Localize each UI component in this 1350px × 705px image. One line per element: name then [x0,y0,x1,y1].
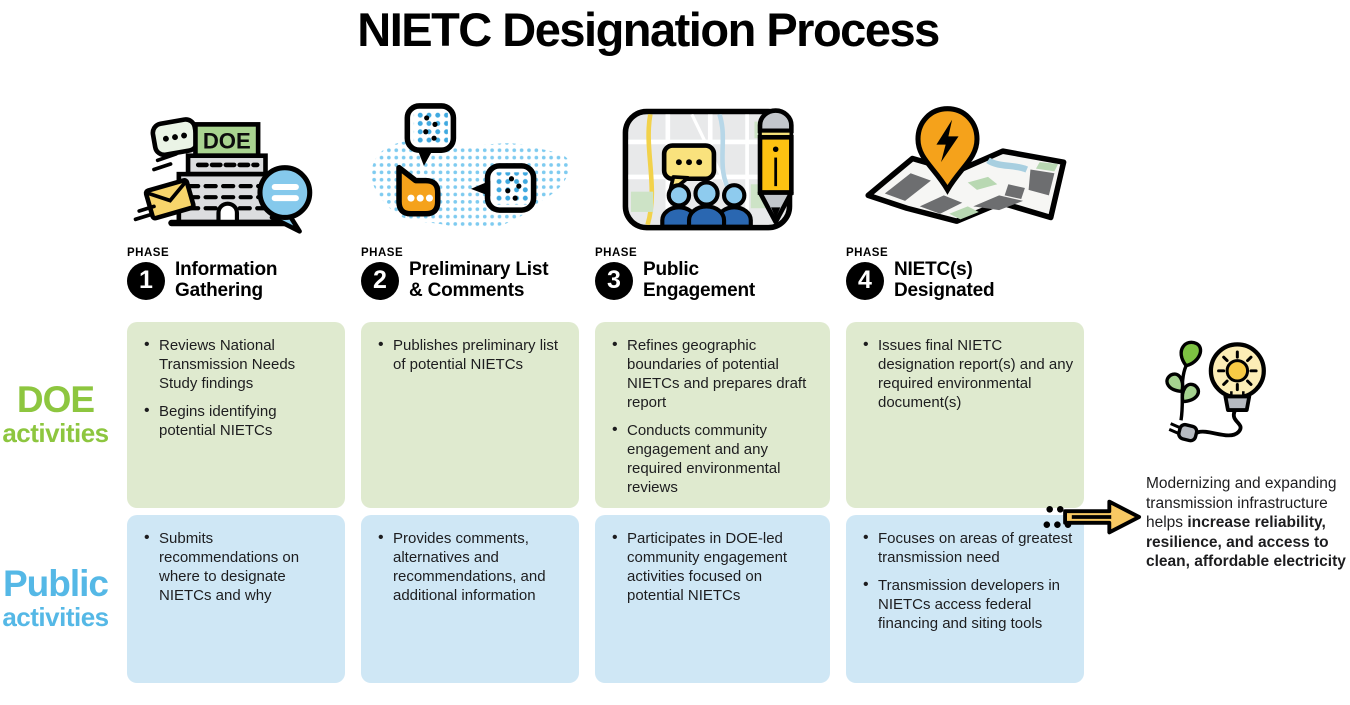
activity-item: Submits recommendations on where to desi… [140,528,335,605]
phase-icon-box [361,95,579,240]
public-activities-list: Focuses on areas of greatest transmissio… [859,528,1074,633]
phase-column-1: DOE [127,95,345,683]
community-map-pencil-icon [622,108,794,231]
doe-activities-box: Publishes preliminary list of potential … [361,322,579,508]
activity-item: Reviews National Transmission Needs Stud… [140,335,335,393]
doe-building-speech-mail-icon: DOE [133,117,313,234]
phase-word: PHASE [846,247,889,259]
outcome-text-regular: Modernizing and expanding transmission i… [1146,475,1337,532]
doe-activities-label: DOE activities [0,322,111,508]
phase-header: PHASE 2 Preliminary List& Comments [361,240,579,322]
doe-label-word: activities [2,417,109,448]
phase-word: PHASE [361,247,404,259]
label-spacer [0,95,111,322]
map-location-pin-icon [865,106,1067,224]
public-activities-box: Focuses on areas of greatest transmissio… [846,515,1084,683]
outcome-text: Modernizing and expanding transmission i… [1146,474,1350,572]
phase-icon-box: DOE [127,95,345,240]
phase-column-4: PHASE 4 NIETC(s)Designated Issues final … [846,95,1084,683]
doe-activities-list: Refines geographic boundaries of potenti… [608,335,820,497]
us-map-speech-bubbles-icon [371,103,570,230]
page-title: NIETC Designation Process [357,3,940,56]
activity-item: Begins identifying potential NIETCs [140,401,335,440]
svg-text:DOE: DOE [203,128,251,153]
activity-item: Issues final NIETC designation report(s)… [859,335,1074,412]
public-activities-label: Public activities [0,515,111,683]
outcome-text-bold: increase reliability, resilience, and ac… [1146,514,1346,571]
doe-activities-list: Reviews National Transmission Needs Stud… [140,335,335,440]
row-labels-column: DOE activities Public activities [0,95,111,683]
activity-item: Provides comments, alternatives and reco… [374,528,569,605]
doe-activities-list: Publishes preliminary list of potential … [374,335,569,374]
activity-item: Participates in DOE-led community engage… [608,528,820,605]
phase-number-badge: 4 [846,261,884,300]
public-activities-list: Submits recommendations on where to desi… [140,528,335,605]
phase-icon-box [846,95,1084,240]
doe-activities-box: Reviews National Transmission Needs Stud… [127,322,345,508]
phase-number-badge: 1 [127,261,165,300]
phase-header: PHASE 4 NIETC(s)Designated [846,240,1084,322]
activity-item: Publishes preliminary list of potential … [374,335,569,374]
doe-activities-box: Refines geographic boundaries of potenti… [595,322,830,508]
public-activities-list: Provides comments, alternatives and reco… [374,528,569,605]
activity-item: Focuses on areas of greatest transmissio… [859,528,1074,567]
public-label-word: activities [2,601,109,632]
dotted-arrow-right-icon [1043,499,1142,535]
phase-word: PHASE [595,247,638,259]
process-grid: DOE activities Public activities DOE [0,95,1084,683]
doe-label-name: DOE [16,378,95,420]
phase-word: PHASE [127,247,170,259]
public-activities-box: Participates in DOE-led community engage… [595,515,830,683]
clean-energy-plant-bulb-icon [1165,340,1266,443]
phase-icon-box [595,95,830,240]
phase-title: NIETC(s)Designated [894,259,995,301]
public-activities-box: Submits recommendations on where to desi… [127,515,345,683]
public-label-name: Public [2,562,109,604]
phase-title: Preliminary List& Comments [409,259,549,301]
public-activities-box: Provides comments, alternatives and reco… [361,515,579,683]
public-activities-list: Participates in DOE-led community engage… [608,528,820,605]
doe-activities-list: Issues final NIETC designation report(s)… [859,335,1074,412]
phase-number-badge: 2 [361,261,399,300]
activity-item: Transmission developers in NIETCs access… [859,575,1074,633]
doe-activities-box: Issues final NIETC designation report(s)… [846,322,1084,508]
phase-columns: DOE [127,95,1084,683]
phase-column-2: PHASE 2 Preliminary List& Comments Publi… [361,95,579,683]
phase-number-badge: 3 [595,261,633,300]
activity-item: Conducts community engagement and any re… [608,420,820,497]
activity-item: Refines geographic boundaries of potenti… [608,335,820,412]
